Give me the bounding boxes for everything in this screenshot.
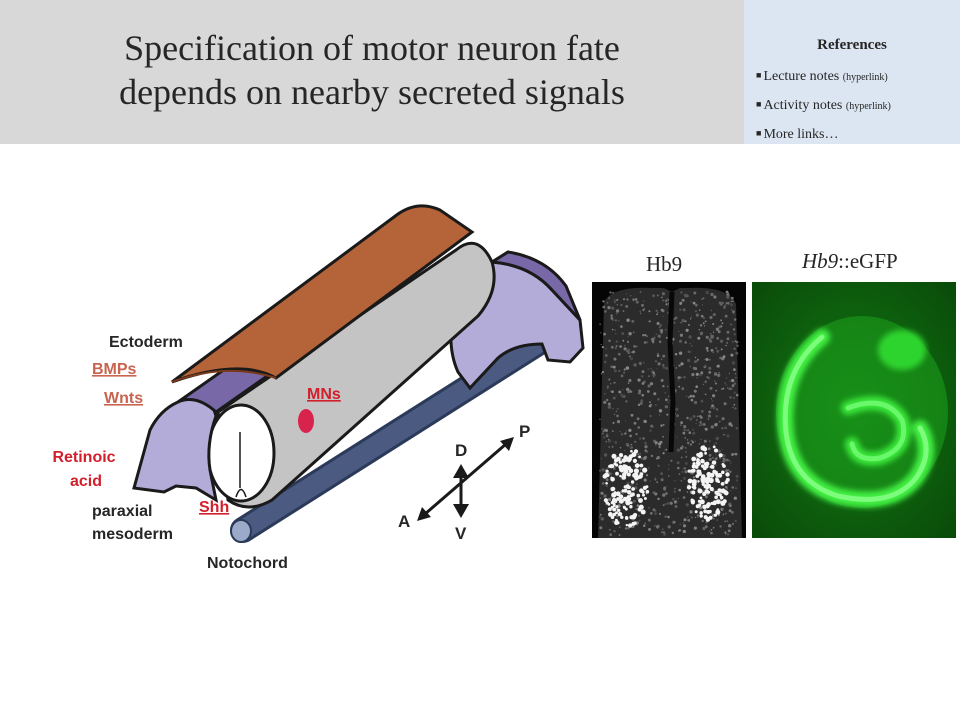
- hb9-egfp-caption: Hb9::eGFP: [802, 249, 898, 273]
- label-paraxial-mesoderm-line-1: paraxial: [92, 503, 152, 520]
- title-bar: Specification of motor neuron fate depen…: [0, 0, 744, 144]
- ectoderm-edge: [171, 369, 277, 383]
- arrow-posterior-icon: [500, 437, 514, 451]
- notochord-rod: [230, 313, 578, 543]
- lecture-notes-link[interactable]: Lecture notes (hyperlink): [763, 69, 888, 84]
- label-retinoic-acid-line-1: Retinoic: [52, 449, 115, 466]
- square-bullet-icon: ■: [756, 128, 762, 138]
- reference-item-lecture-notes[interactable]: ■Lecture notes (hyperlink): [756, 62, 891, 91]
- reference-item-more-links[interactable]: ■More links…: [756, 120, 891, 148]
- square-bullet-icon: ■: [756, 99, 762, 109]
- activity-notes-link[interactable]: Activity notes (hyperlink): [763, 98, 891, 113]
- axis-label-d: D: [455, 441, 467, 460]
- square-bullet-icon: ■: [756, 70, 762, 80]
- label-wnts: Wnts: [104, 390, 143, 407]
- label-retinoic-acid-line-2: acid: [70, 473, 102, 490]
- neural-tube-cross-section: [206, 403, 276, 503]
- axis-anterior-posterior-arrow: [424, 442, 507, 516]
- arrow-down-icon: [453, 504, 469, 518]
- arrow-up-icon: [453, 464, 469, 478]
- arrow-anterior-icon: [417, 507, 431, 521]
- label-shh: Shh: [199, 499, 229, 516]
- axis-label-p: P: [519, 422, 530, 441]
- hb9-egfp-embryo-image: [752, 282, 956, 538]
- central-canal: [667, 291, 676, 453]
- label-ectoderm: Ectoderm: [109, 334, 183, 351]
- neural-tube-lumen: [235, 432, 247, 498]
- axis-label-a: A: [398, 512, 410, 531]
- label-notochord: Notochord: [207, 555, 288, 572]
- hb9-staining-image: [592, 282, 746, 538]
- reference-item-activity-notes[interactable]: ■Activity notes (hyperlink): [756, 91, 891, 120]
- references-list: ■Lecture notes (hyperlink) ■Activity not…: [756, 62, 891, 148]
- axis-label-v: V: [455, 524, 467, 543]
- slide-title: Specification of motor neuron fate depen…: [0, 26, 744, 114]
- mesoderm-far-top: [487, 250, 582, 322]
- label-paraxial-mesoderm-line-2: mesoderm: [92, 526, 173, 543]
- slide-title-line-1: Specification of motor neuron fate: [124, 28, 620, 68]
- neural-tube-diagram: Ectoderm BMPs Wnts MNs Retinoic acid Shh…: [52, 204, 585, 572]
- references-title: References: [817, 37, 887, 53]
- motor-neuron-dot: [298, 409, 314, 433]
- label-bmps: BMPs: [92, 361, 137, 378]
- axis-compass: D V A P: [398, 422, 530, 543]
- motor-neuron-cells: [602, 445, 730, 528]
- label-mns: MNs: [307, 386, 341, 403]
- more-links-link[interactable]: More links…: [763, 127, 839, 142]
- references-panel: References ■Lecture notes (hyperlink) ■A…: [744, 0, 960, 144]
- neural-tube-body: [216, 241, 496, 509]
- mesoderm-near-block: [132, 381, 219, 504]
- hb9-caption: Hb9: [646, 252, 683, 276]
- slide-title-line-2: depends on nearby secreted signals: [119, 72, 625, 112]
